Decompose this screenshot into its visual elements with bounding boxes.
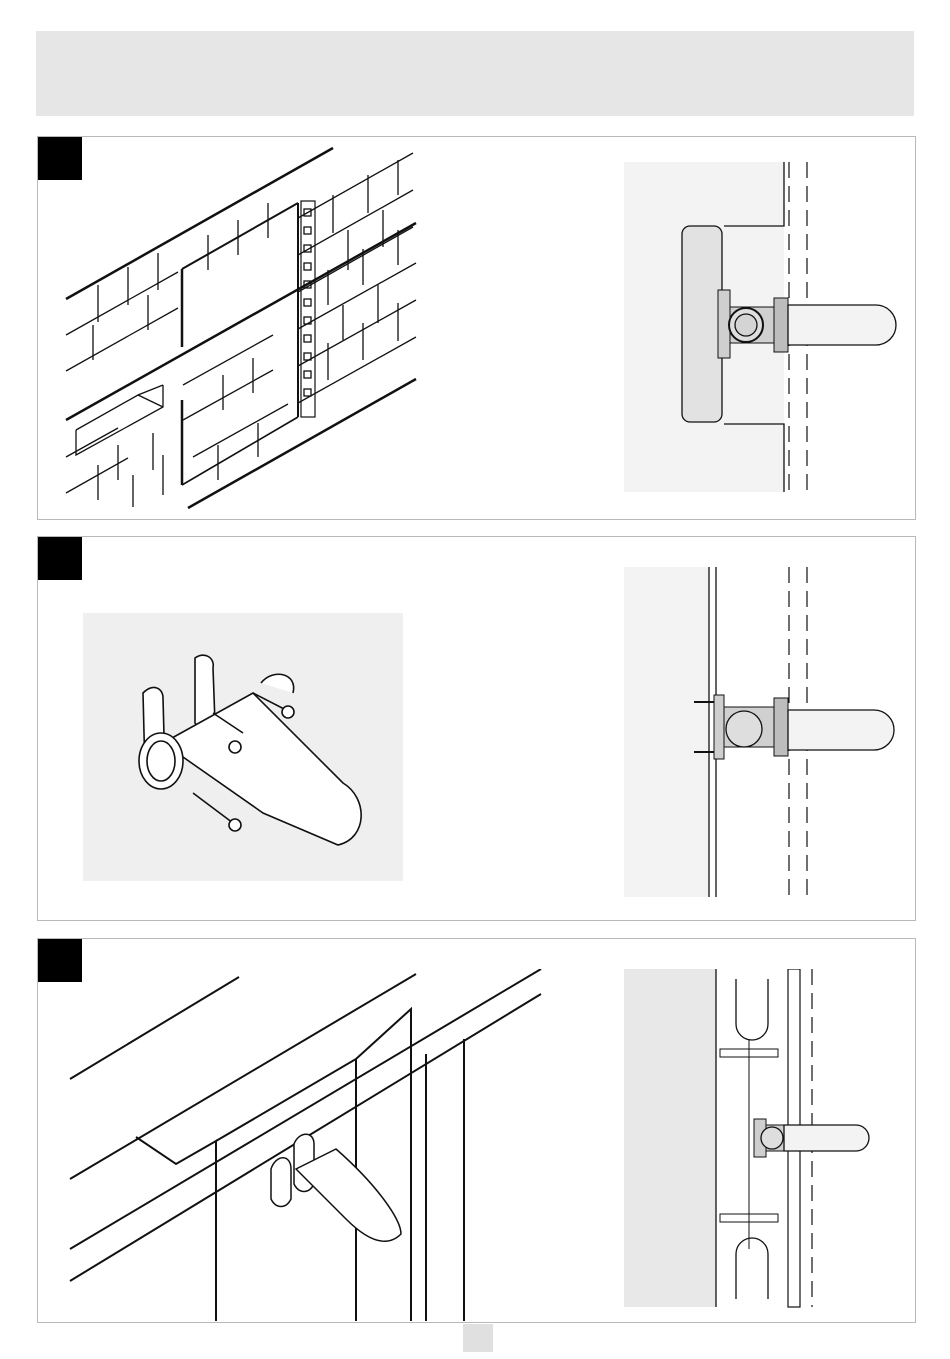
header-band	[36, 31, 914, 116]
step-panel-1	[37, 136, 916, 520]
valve-screwed-to-wall-section	[624, 567, 914, 902]
page-number	[463, 1324, 493, 1352]
valve-screw-mounting-illustration	[83, 613, 403, 881]
step-panel-2	[37, 536, 916, 921]
step-panel-3	[37, 938, 916, 1323]
valve-in-stud-frame-illustration	[66, 969, 546, 1321]
brick-wall-recess-illustration	[58, 145, 458, 515]
step-number-2	[38, 537, 82, 580]
valve-in-stud-frame-section	[624, 969, 914, 1309]
valve-in-recess-section	[624, 162, 914, 497]
